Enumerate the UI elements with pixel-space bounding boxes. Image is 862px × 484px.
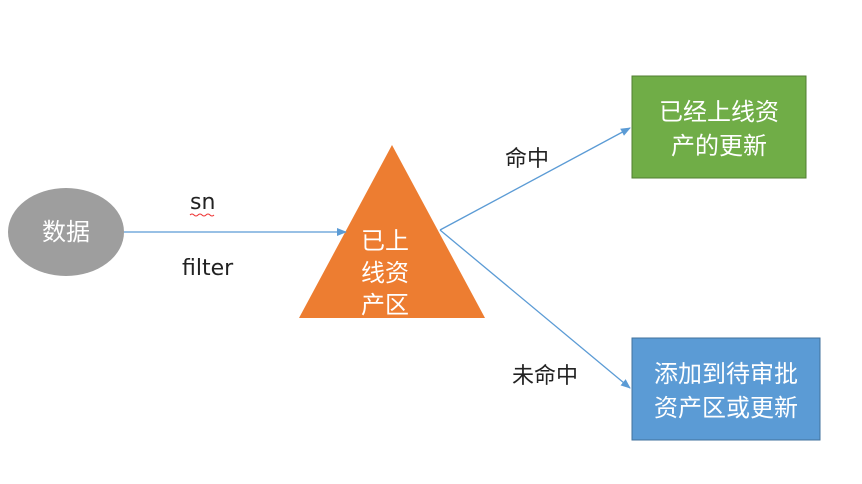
edge-label-filter: filter	[182, 256, 234, 281]
online-zone-line2: 线资	[361, 259, 409, 287]
miss-result-line2: 资产区或更新	[654, 394, 798, 422]
hit-result-line1: 已经上线资	[659, 98, 779, 126]
online-zone-line3: 产区	[361, 291, 409, 319]
edge-label-sn: sn	[190, 190, 216, 215]
data-label: 数据	[42, 218, 90, 246]
spellcheck-underline	[189, 213, 215, 217]
miss-result-line1: 添加到待审批	[654, 360, 798, 388]
data-ellipse	[8, 188, 124, 276]
miss-result-box	[631, 337, 821, 441]
hit-result-box	[631, 75, 807, 179]
edge-label-miss: 未命中	[512, 364, 579, 389]
edge-label-hit: 命中	[505, 147, 550, 172]
online-zone-label: 已上 线资 产区	[340, 225, 430, 321]
arrow-miss	[439, 229, 631, 389]
online-zone-triangle	[299, 145, 485, 318]
hit-result-label: 已经上线资 产的更新	[632, 95, 806, 163]
online-zone-line1: 已上	[361, 227, 409, 255]
arrow-hit	[439, 127, 631, 231]
hit-result-line2: 产的更新	[671, 132, 767, 160]
miss-result-label: 添加到待审批 资产区或更新	[632, 357, 820, 425]
